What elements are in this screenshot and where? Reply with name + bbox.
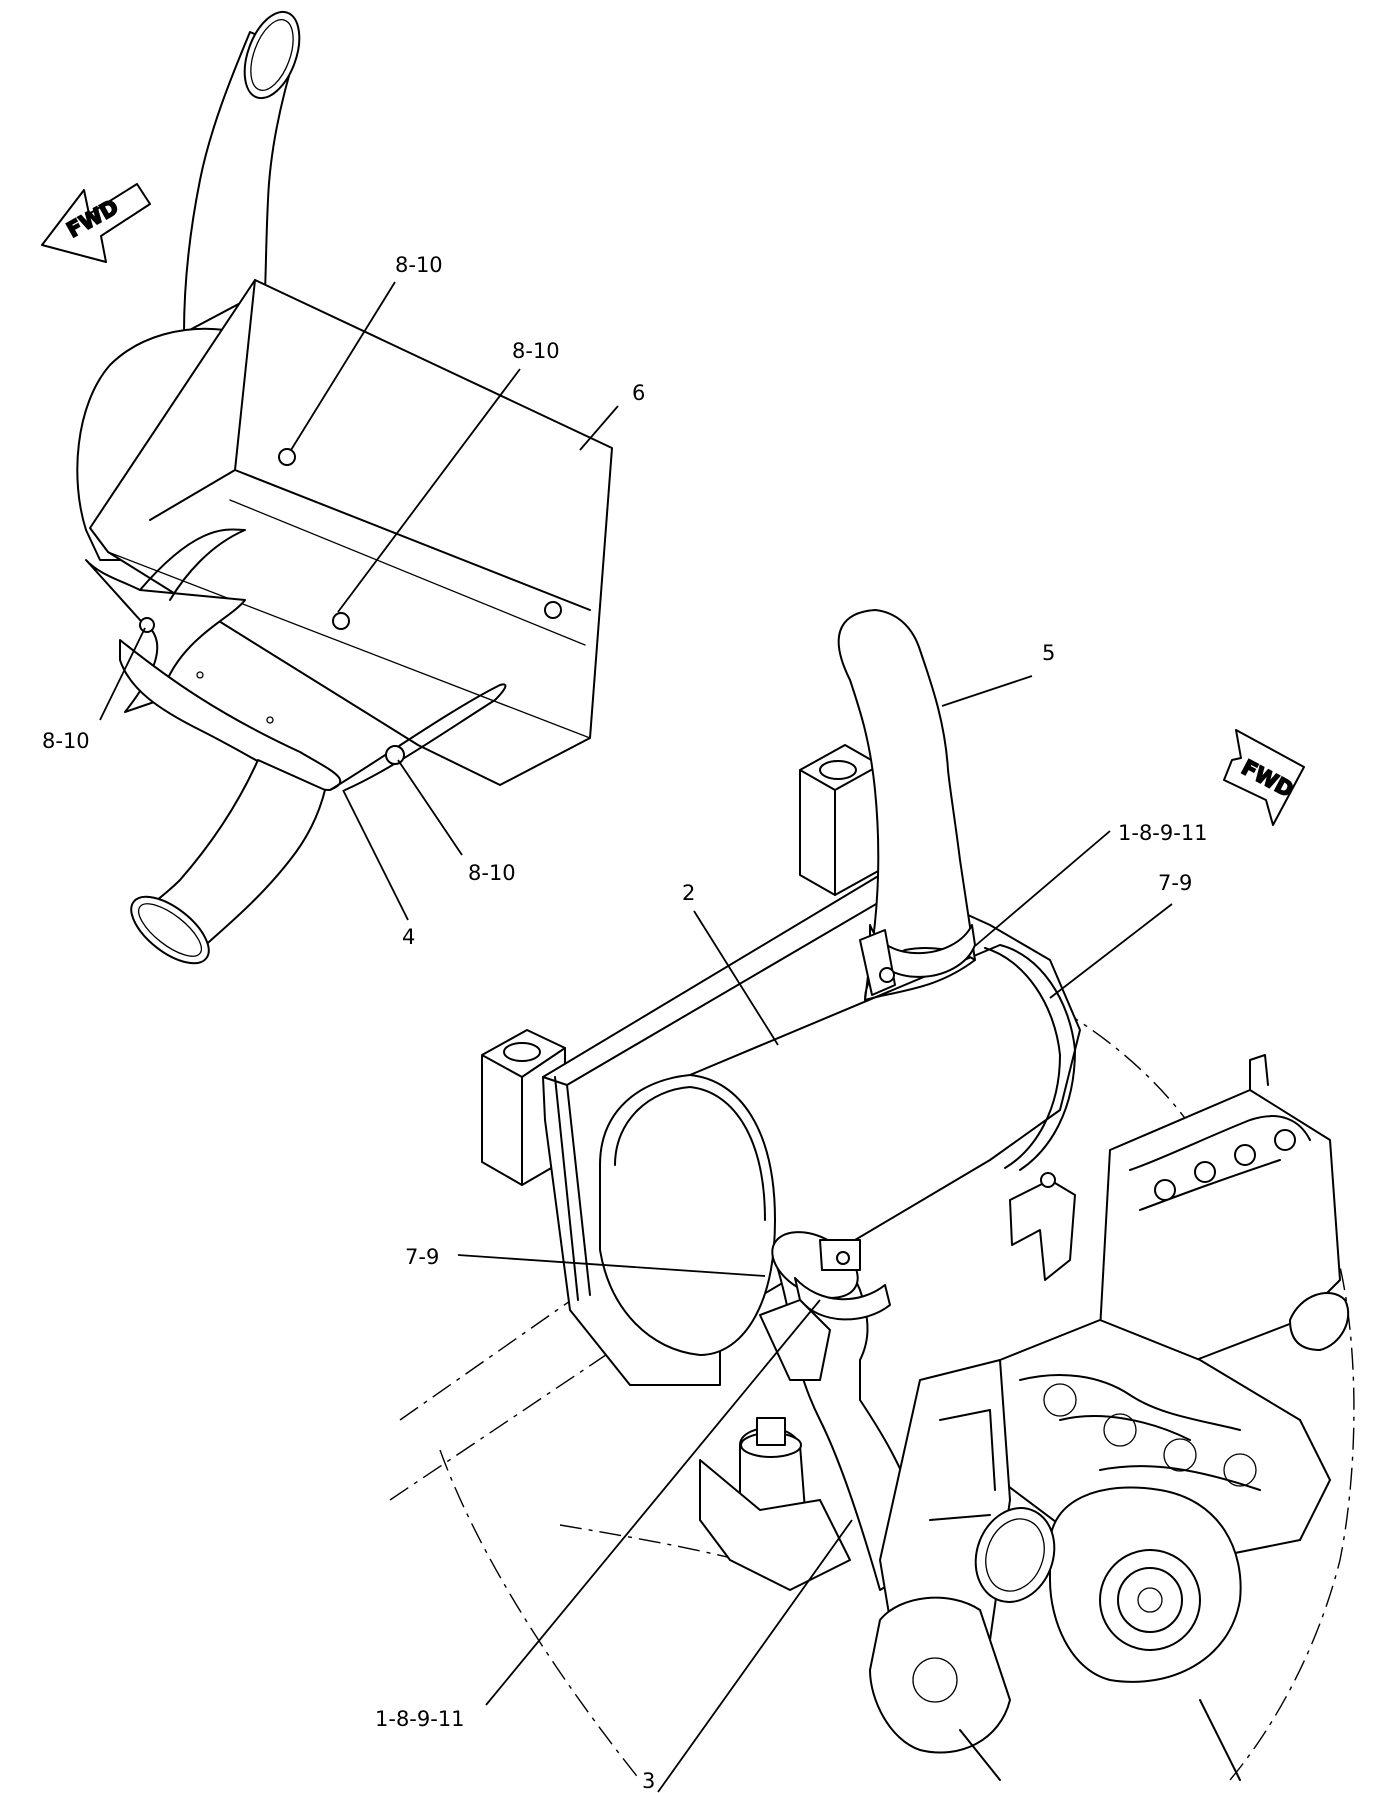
callout-6: 6 — [632, 381, 645, 405]
callout-7-9-left: 7-9 — [405, 1245, 439, 1269]
installed-view — [389, 609, 1355, 1781]
callout-8-10-bottom: 8-10 — [468, 861, 516, 885]
exploded-view — [76, 10, 613, 965]
callout-4: 4 — [402, 925, 415, 949]
callout-1-8-9-11-top: 1-8-9-11 — [1118, 821, 1208, 845]
callout-8-10-left: 8-10 — [42, 729, 90, 753]
callout-labels: 8-10 8-10 6 8-10 8-10 4 5 1-8-9-11 2 7-9… — [42, 253, 1208, 1793]
callout-1-8-9-11-bottom: 1-8-9-11 — [375, 1707, 465, 1731]
callout-8-10-mid: 8-10 — [512, 339, 560, 363]
leader-lines — [99, 281, 1173, 1793]
callout-8-10-top: 8-10 — [395, 253, 443, 277]
callout-7-9-right: 7-9 — [1158, 871, 1192, 895]
callout-3: 3 — [642, 1769, 655, 1793]
callout-2: 2 — [682, 881, 695, 905]
fwd-arrow-right: FWD — [1223, 729, 1305, 826]
fwd-arrow-left: FWD — [41, 183, 151, 263]
callout-5: 5 — [1042, 641, 1055, 665]
